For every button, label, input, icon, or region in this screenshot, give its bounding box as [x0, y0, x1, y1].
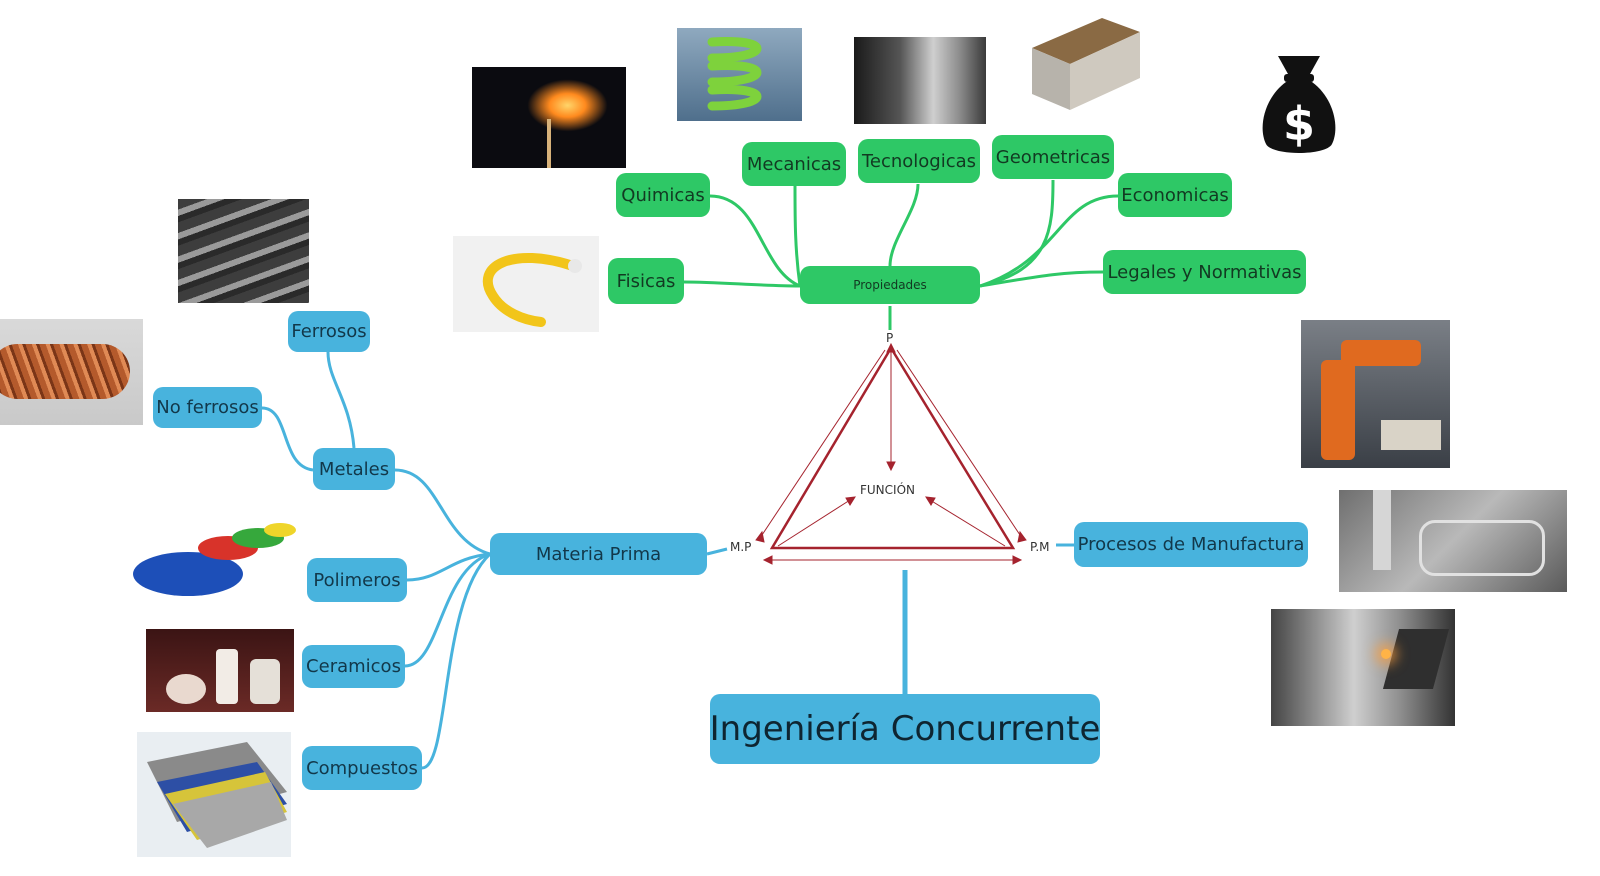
connector-propiedades-legales	[979, 270, 1104, 288]
connector-materia-compuestos	[421, 552, 492, 770]
photo-industrial-robot	[1301, 320, 1450, 468]
connector-metales-noferrosos	[261, 406, 314, 472]
photo-polymer-pellets	[130, 512, 300, 604]
node-ferrosos[interactable]: Ferrosos	[288, 311, 370, 352]
triangle-label-mp: M.P	[730, 540, 752, 554]
node-tecnologicas[interactable]: Tecnologicas	[858, 139, 980, 183]
node-fisicas[interactable]: Fisicas	[608, 258, 684, 304]
node-propiedades[interactable]: Propiedades	[800, 266, 980, 304]
photo-steel-rebar	[178, 199, 309, 303]
node-polimeros[interactable]: Polimeros	[307, 558, 407, 602]
money-bag-icon: $	[1262, 56, 1336, 153]
node-quimicas[interactable]: Quimicas	[616, 173, 710, 217]
photo-flexible-pencil	[453, 236, 599, 332]
node-procesos-manufactura[interactable]: Procesos de Manufactura	[1074, 522, 1308, 567]
photo-composite-layers	[137, 732, 291, 857]
photo-ceramic-parts	[146, 629, 294, 712]
triangle-label-p: P	[886, 331, 894, 345]
photo-burning-match	[472, 67, 626, 168]
connector-materia-ceramicos	[404, 552, 491, 668]
photo-metal-lathe	[854, 37, 986, 124]
photo-metal-block	[1022, 8, 1146, 114]
connector-materia-polimeros	[406, 552, 491, 582]
connector-propiedades-quimicas	[709, 194, 801, 288]
connector-propiedades-mecanicas	[793, 185, 802, 287]
connector-materia-triangle	[706, 547, 728, 556]
connector-propiedades-economicas	[979, 194, 1119, 288]
connector-metales-ferrosos	[326, 351, 356, 449]
triangle-label-funcion: FUNCIÓN	[860, 483, 916, 497]
photo-green-spring	[677, 28, 802, 121]
connector-propiedades-tecnologicas	[888, 183, 920, 267]
triangle-label-pm: P.M	[1030, 540, 1050, 554]
photo-copper-cable	[0, 319, 143, 425]
node-mecanicas[interactable]: Mecanicas	[742, 142, 846, 186]
node-materia-prima[interactable]: Materia Prima	[490, 533, 707, 575]
node-metales[interactable]: Metales	[313, 448, 395, 490]
photo-turning-lathe	[1271, 609, 1455, 726]
svg-text:$: $	[1283, 97, 1315, 151]
connector-materia-metales	[394, 468, 491, 556]
node-legales-normativas[interactable]: Legales y Normativas	[1103, 250, 1306, 294]
node-geometricas[interactable]: Geometricas	[992, 135, 1114, 179]
node-ceramicos[interactable]: Ceramicos	[302, 645, 405, 688]
node-ingenieria-concurrente[interactable]: Ingeniería Concurrente	[710, 694, 1100, 764]
connector-propiedades-fisicas	[683, 280, 801, 288]
node-no-ferrosos[interactable]: No ferrosos	[153, 387, 262, 428]
node-compuestos[interactable]: Compuestos	[302, 746, 422, 790]
concurrent-triangle	[755, 342, 1027, 565]
photo-cnc-milling	[1339, 490, 1567, 592]
node-economicas[interactable]: Economicas	[1118, 173, 1232, 217]
